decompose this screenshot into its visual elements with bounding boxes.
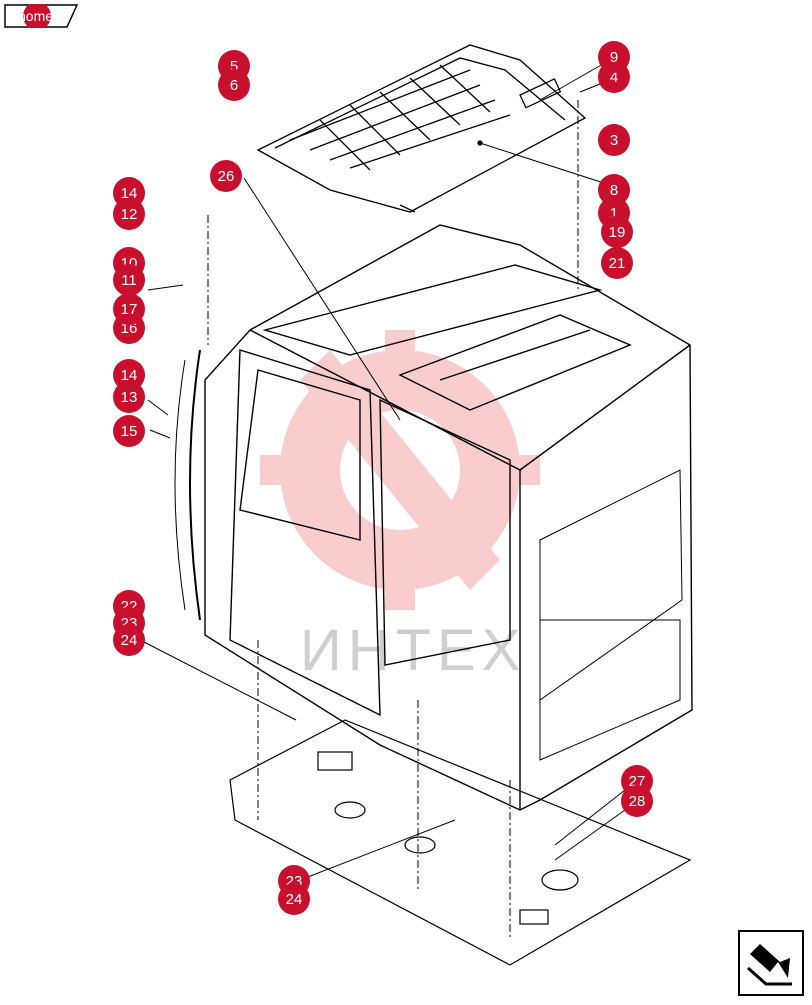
callout-28[interactable]: 28 [621,785,653,817]
callout-badge [113,415,145,447]
callout-badge [601,247,633,279]
callout-14[interactable]: 14 [113,177,145,209]
callout-label: 13 [121,389,138,406]
callout-11[interactable]: 11 [113,264,145,296]
callout-6[interactable]: 6 [218,69,250,101]
callout-badge [113,264,145,296]
callout-badge [113,293,145,325]
callout-3[interactable]: 3 [598,124,630,156]
callout-21[interactable]: 21 [601,247,633,279]
roof-cover [256,44,587,213]
callout-badge [601,216,633,248]
callout-8[interactable]: 8 [598,174,630,206]
callout-15[interactable]: 15 [113,415,145,447]
gear-wrench-logo-icon [260,330,540,610]
callout-label: 24 [121,632,138,649]
cab-body [174,224,693,811]
callout-label: 26 [218,168,235,185]
callout-badge [113,177,145,209]
callout-label: 5 [230,58,238,75]
callout-label: 19 [609,224,626,241]
callout-label: 12 [121,206,138,223]
callout-label: 28 [629,793,646,810]
callout-17[interactable]: 17 [113,293,145,325]
callout-13[interactable]: 13 [113,381,145,413]
callout-label: 21 [609,255,626,272]
callout-label: 1 [610,205,618,222]
center-lines [207,100,579,940]
callout-label: 17 [121,301,138,318]
callout-badge [113,359,145,391]
callout-19[interactable]: 19 [601,216,633,248]
callout-14[interactable]: 14 [113,359,145,391]
callout-26[interactable]: 26 [210,160,242,192]
callout-label: 24 [286,891,303,908]
callout-24[interactable]: 24 [113,624,145,656]
leader-lines [139,59,626,881]
callout-badge [598,174,630,206]
callout-label: 14 [121,367,138,384]
home-label: home [18,8,54,24]
callout-label: 15 [121,423,138,440]
watermark-text: ИНТЕХ [300,618,526,683]
callout-label: 3 [610,132,618,149]
callout-label: 9 [610,49,618,66]
callout-label: 4 [610,69,618,86]
callout-24[interactable]: 24 [278,883,310,915]
next-page-arrow-icon [747,944,792,986]
callout-badge [278,883,310,915]
floor-plate [229,719,692,966]
callout-badge [218,69,250,101]
callout-label: 11 [121,272,137,289]
callout-badge [621,785,653,817]
callout-badge [210,160,242,192]
callout-badge [113,624,145,656]
next-page-button[interactable] [738,930,804,996]
callout-badge [598,41,630,73]
callout-layer: 1345689101112131414151617192122232324242… [113,41,653,915]
callout-badge [113,381,145,413]
callout-label: 6 [230,77,238,94]
callout-badge [598,124,630,156]
callout-label: 14 [121,185,138,202]
callout-label: 8 [610,182,618,199]
home-tab[interactable]: home [4,4,78,28]
callout-9[interactable]: 9 [598,41,630,73]
